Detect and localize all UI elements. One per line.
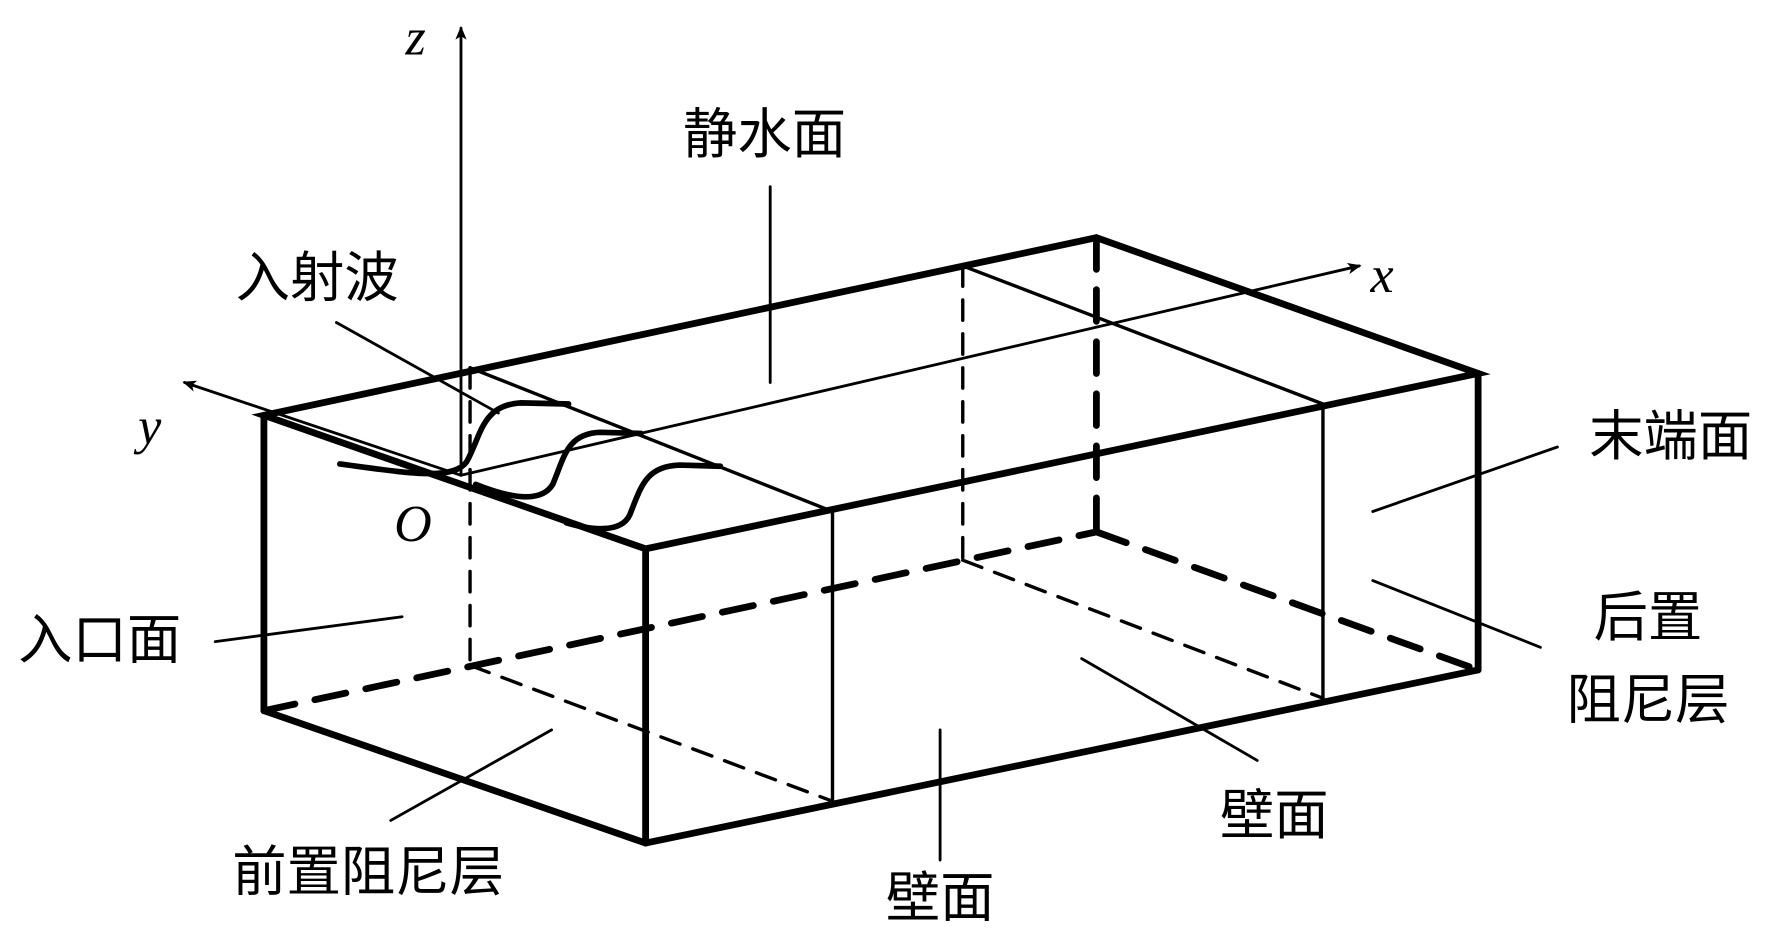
damping-layer-edges	[468, 264, 1325, 803]
rear-damping-layer-label-line2: 阻尼层	[1566, 669, 1729, 732]
still-water-surface-label: 静水面	[683, 103, 846, 166]
hidden-box-edges	[260, 234, 1482, 715]
x-axis	[459, 262, 1362, 477]
incident-wave	[336, 400, 724, 532]
origin-label: O	[394, 496, 432, 553]
damping-hidden-edges	[468, 264, 1325, 803]
wall-label-right: 壁面	[1220, 784, 1329, 847]
leader-lines	[213, 185, 1559, 862]
x-axis-label: x	[1370, 247, 1394, 304]
axes	[182, 26, 1362, 477]
end-surface-label: 末端面	[1589, 405, 1752, 468]
rear-damping-layer-label-line1: 后置	[1594, 586, 1703, 649]
front-damping-layer-label: 前置阻尼层	[232, 841, 504, 904]
incident-wave-label: 入射波	[236, 247, 399, 310]
y-axis-label: y	[133, 399, 162, 456]
inlet-surface-label: 入口面	[18, 609, 181, 672]
z-axis-label: z	[404, 9, 425, 66]
y-axis	[182, 380, 463, 477]
box-edges	[251, 234, 1491, 847]
wall-label-bottom: 壁面	[886, 867, 995, 930]
